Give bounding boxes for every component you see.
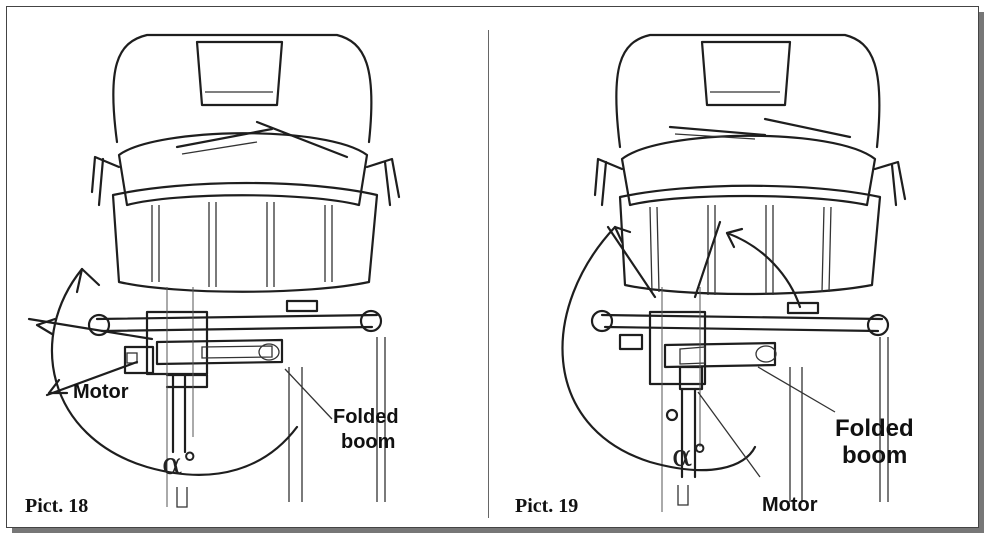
caption-pict-19: Pict. 19 xyxy=(515,495,579,517)
angle-label: α° xyxy=(162,447,198,482)
panel-pict-19: Folded boom Motor α° Pict. 19 xyxy=(490,7,978,527)
cab-roof xyxy=(615,33,881,149)
wiper-left xyxy=(175,127,274,149)
windshield xyxy=(117,132,369,207)
cross-beam xyxy=(95,313,379,321)
motor-block xyxy=(123,345,155,375)
angle-label: α° xyxy=(672,439,708,474)
folded-boom-label-line2: boom xyxy=(842,442,908,469)
caption-pict-18: Pict. 18 xyxy=(25,495,89,517)
roof-hatch xyxy=(700,40,792,107)
truck-drawing-pict-18 xyxy=(27,33,401,508)
panel-divider xyxy=(488,30,489,518)
cab-roof xyxy=(112,33,373,144)
column xyxy=(680,387,697,479)
wiper-right xyxy=(763,117,852,139)
wiper-right xyxy=(255,120,349,159)
mirror-left xyxy=(593,157,624,207)
folded-boom-label-line2: boom xyxy=(341,431,396,453)
figure-frame xyxy=(6,6,979,528)
beam-end-right xyxy=(359,309,383,333)
mirror-right xyxy=(365,157,401,207)
front-body xyxy=(111,181,379,293)
beam-end-left xyxy=(87,313,111,337)
frame-shadow-right xyxy=(979,12,984,532)
angle-arc-upper xyxy=(725,231,802,309)
mirror-left xyxy=(90,155,121,207)
mirror-right xyxy=(873,160,907,207)
frame-shadow-bottom xyxy=(12,528,984,533)
roof-hatch xyxy=(195,40,284,107)
cross-beam xyxy=(600,313,884,321)
truck-drawing-pict-19 xyxy=(561,33,907,512)
beam-end-left xyxy=(590,309,614,333)
windshield xyxy=(620,134,877,207)
motor-block xyxy=(678,365,704,391)
wiper-left xyxy=(668,125,767,137)
motor-label: Motor xyxy=(762,494,818,516)
folded-boom-label-line1: Folded xyxy=(333,406,399,428)
angle-arc xyxy=(51,267,299,476)
motor-label: Motor xyxy=(73,381,129,403)
folded-boom-label-line1: Folded xyxy=(835,415,914,442)
front-body xyxy=(618,184,882,296)
angle-arc xyxy=(561,225,757,472)
folded-boom xyxy=(663,341,777,369)
panel-pict-18: Motor Folded boom α° Pict. 18 xyxy=(7,7,487,527)
beam-end-right xyxy=(866,313,890,337)
folded-boom xyxy=(155,338,284,366)
